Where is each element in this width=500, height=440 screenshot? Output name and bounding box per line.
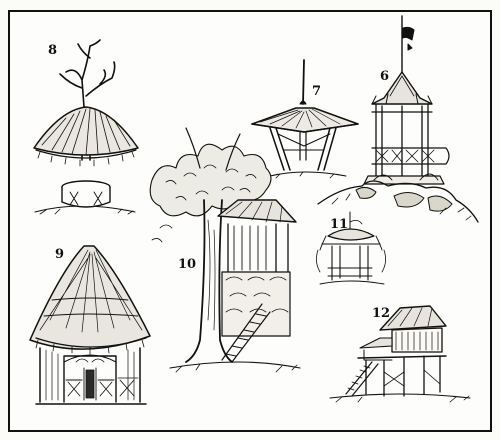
figure-7-open-shelter <box>251 59 359 179</box>
plate-border <box>8 10 492 432</box>
figure-number-8: 8 <box>48 43 58 58</box>
figure-6-pavilion-on-rocks <box>317 15 479 223</box>
figure-11-arbor <box>316 211 386 285</box>
figure-number-6: 6 <box>380 69 390 84</box>
figure-8-thatched-umbrella <box>33 39 139 215</box>
figure-12-stilt-hut <box>329 305 471 403</box>
figure-number-10: 10 <box>178 257 197 272</box>
figure-10-tree-house <box>149 127 301 373</box>
figure-number-11: 11 <box>330 217 349 232</box>
figure-number-9: 9 <box>55 247 65 262</box>
figure-number-12: 12 <box>372 306 391 321</box>
figure-9-thatched-hut <box>29 245 151 405</box>
figure-number-7: 7 <box>312 84 322 99</box>
